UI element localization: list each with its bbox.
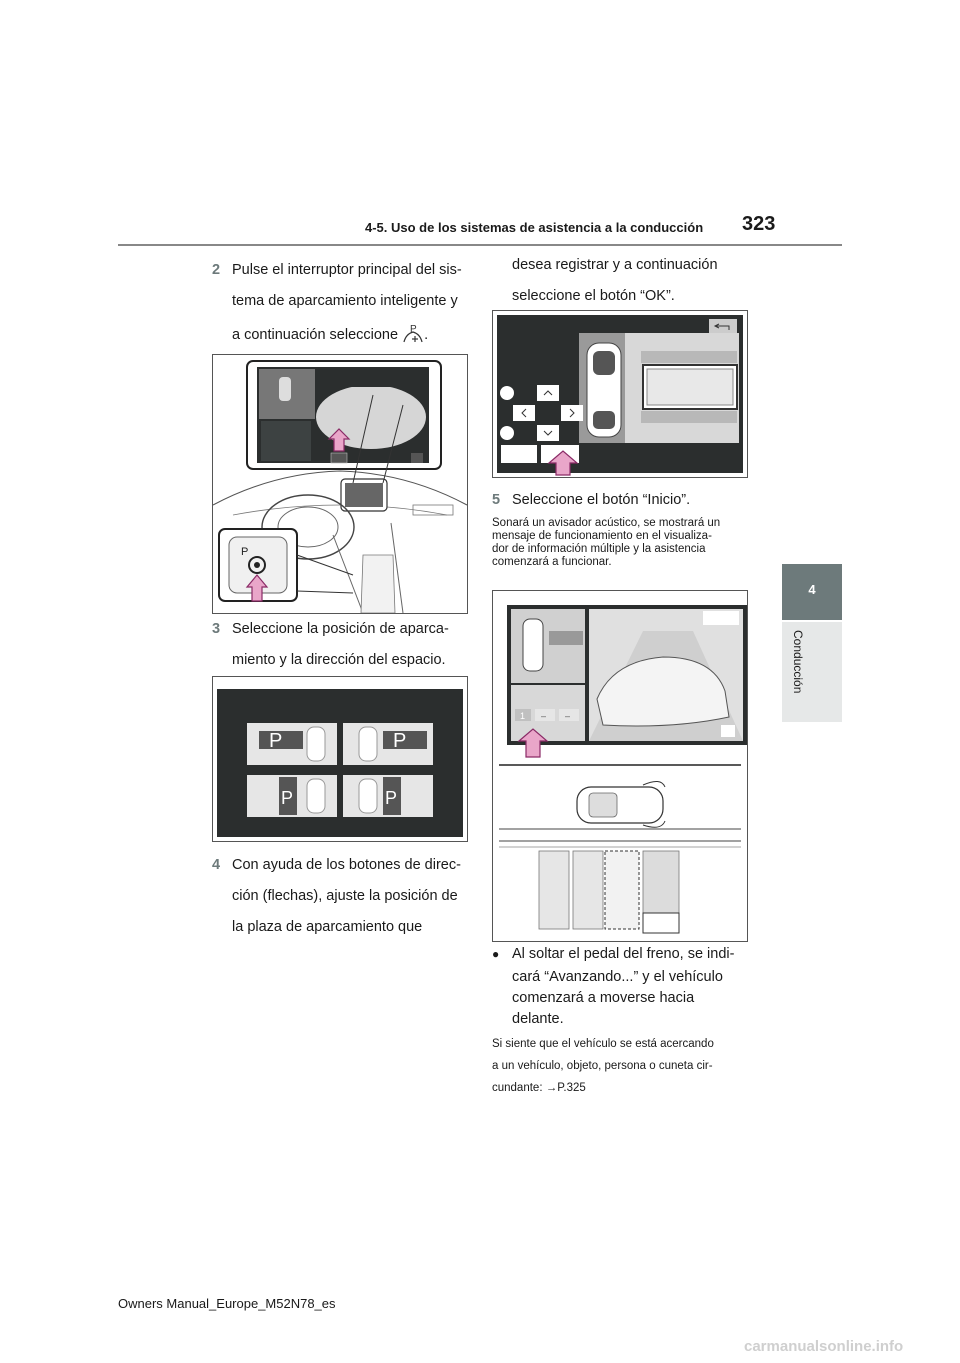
bullet-icon: ●: [492, 947, 500, 961]
svg-text:1: 1: [520, 711, 525, 721]
step-text: Pulse el interruptor principal del sis-: [232, 262, 462, 278]
step-text: tema de aparcamiento inteligente y: [232, 293, 458, 309]
note-line: dor de información múltiple y la asisten…: [492, 543, 706, 555]
note-line: comenzará a funcionar.: [492, 556, 612, 568]
step-5-note: Sonará un avisador acústico, se mostrará…: [492, 517, 762, 569]
note-line: mensaje de funcionamiento en el visualiz…: [492, 530, 712, 542]
step-number: 3: [212, 621, 221, 637]
step-number: 2: [212, 262, 221, 278]
chapter-tab: [782, 564, 842, 620]
chapter-label-bar: [782, 622, 842, 722]
note-line: Sonará un avisador acústico, se mostrará…: [492, 517, 721, 529]
step-3: 3 Seleccione la posición de aparca- mient…: [212, 617, 482, 673]
step-text: Con ayuda de los botones de direc-: [232, 857, 461, 873]
header-rule: [118, 244, 842, 246]
note-line: cundante: →P.325: [492, 1082, 586, 1094]
watermark: carmanualsonline.info: [740, 1334, 960, 1358]
figure-dashboard-screen: P: [212, 354, 468, 614]
step-2: 2 Pulse el interruptor principal del sis-…: [212, 258, 482, 348]
step-4-continued: desea registrar y a continuación selecci…: [492, 253, 762, 309]
svg-text:P: P: [410, 324, 417, 335]
step-text: cará “Avanzando...” y el vehículo: [512, 969, 723, 985]
step-text: Seleccione la posición de aparca-: [232, 621, 449, 637]
step-text: seleccione el botón “OK”.: [512, 288, 675, 304]
step-number: 5: [492, 492, 501, 508]
parking-option-2: [343, 723, 433, 765]
parking-option-3: [247, 775, 337, 817]
step-number: 4: [212, 857, 221, 873]
section-title: 4-5. Uso de los sistemas de asistencia a…: [365, 220, 704, 235]
figure-start-assist: 1 – –: [492, 590, 748, 942]
p-label: P: [385, 788, 397, 808]
step-text: Al soltar el pedal del freno, se indi-: [512, 946, 735, 962]
svg-text:–: –: [565, 711, 570, 721]
step-text: ción (flechas), ajuste la posición de: [232, 888, 458, 904]
parking-option-1: [247, 723, 337, 765]
step-text: delante.: [512, 1011, 564, 1027]
parking-option-4: [343, 775, 433, 817]
step-5: 5 Seleccione el botón “Inicio”.: [492, 488, 762, 513]
figure-direction-adjust: [492, 310, 748, 478]
parking-assist-icon: P: [402, 322, 424, 344]
step-text: .: [424, 327, 429, 343]
step-text: desea registrar y a continuación: [512, 257, 718, 273]
chapter-label: Conducción: [791, 630, 805, 694]
step-text: a continuación seleccione: [232, 327, 399, 343]
page-number: 323: [742, 213, 776, 235]
step-text: miento y la dirección del espacio.: [232, 652, 446, 668]
p-label: P: [269, 730, 282, 752]
step-text: la plaza de aparcamiento que: [232, 919, 423, 935]
p-label: P: [393, 730, 406, 752]
note-line: Si siente que el vehículo se está acerca…: [492, 1038, 714, 1050]
svg-text:carmanualsonline.info: carmanualsonline.info: [744, 1338, 903, 1355]
step-text: Seleccione el botón “Inicio”.: [512, 492, 691, 508]
p-label: P: [281, 788, 293, 808]
step-4: 4 Con ayuda de los botones de direc- ción…: [212, 853, 482, 940]
step-text: comenzará a moverse hacia: [512, 990, 695, 1006]
svg-text:P: P: [241, 546, 248, 558]
figure-parking-selection: P P P P: [212, 676, 468, 842]
bullet-item: ●Al soltar el pedal del freno, se indi- …: [492, 942, 762, 1029]
chapter-number: 4: [808, 582, 816, 597]
final-note: Si siente que el vehículo se está acerca…: [492, 1033, 762, 1099]
note-line: a un vehículo, objeto, persona o cuneta …: [492, 1060, 713, 1072]
svg-text:–: –: [541, 711, 546, 721]
footer-text: Owners Manual_Europe_M52N78_es: [118, 1296, 336, 1311]
